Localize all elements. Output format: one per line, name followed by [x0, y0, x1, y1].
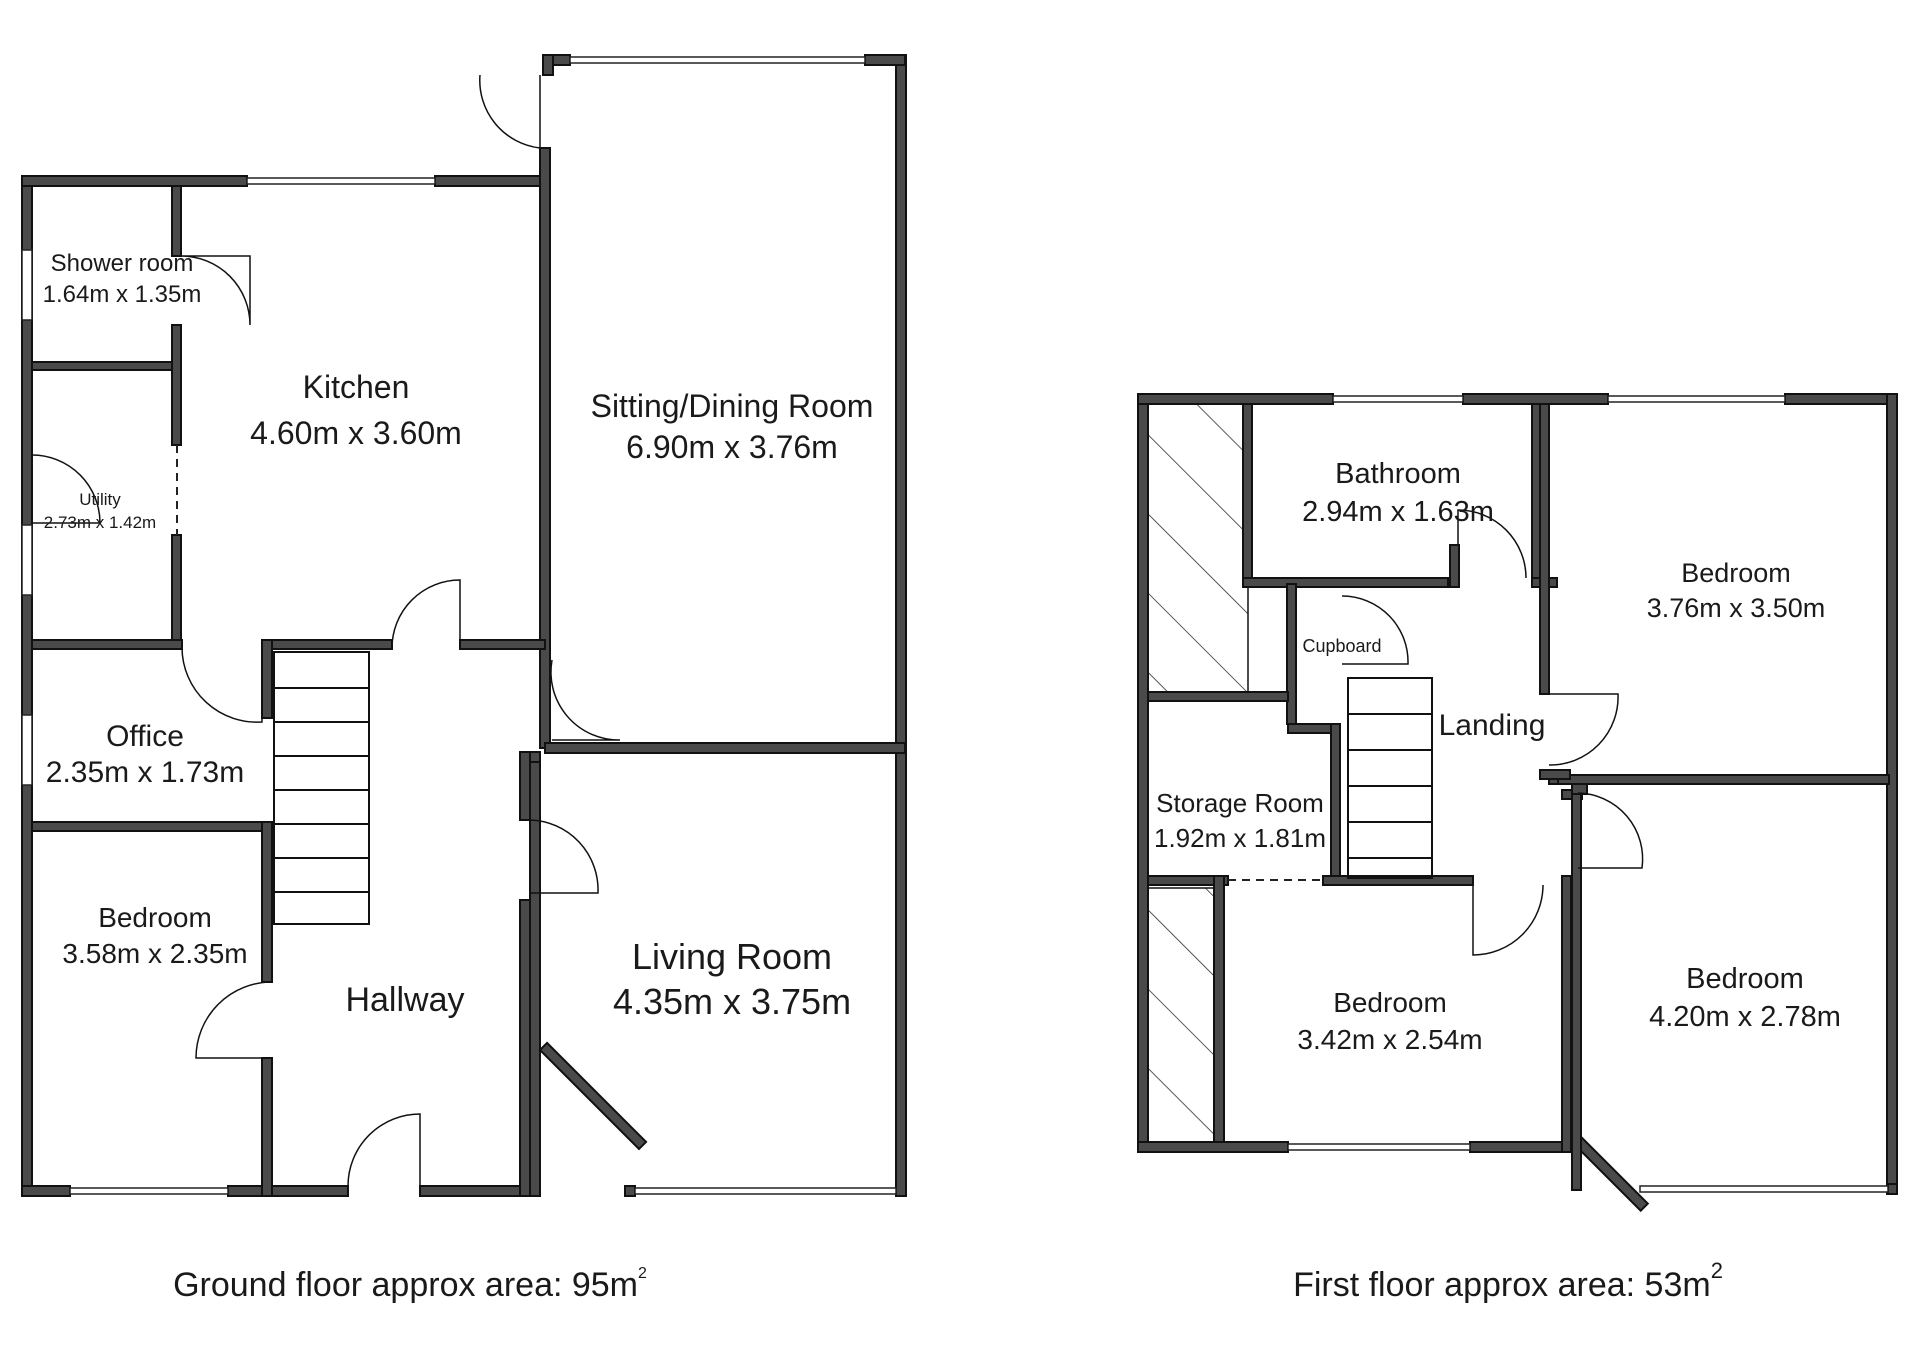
room-label-first-bedroom-s: Bedroom 3.42m x 2.54m	[1297, 987, 1482, 1055]
room-label-living: Living Room 4.35m x 3.75m	[613, 936, 851, 1022]
door-swing-icon	[1341, 595, 1409, 665]
room-label-landing: Landing	[1439, 709, 1546, 742]
svg-text:2.73m x 1.42m: 2.73m x 1.42m	[44, 513, 156, 532]
svg-text:4.35m x 3.75m: 4.35m x 3.75m	[613, 981, 851, 1022]
room-label-first-bedroom-se: Bedroom 4.20m x 2.78m	[1649, 963, 1841, 1033]
svg-text:Living Room: Living Room	[632, 936, 832, 977]
room-label-ground-bedroom: Bedroom 3.58m x 2.35m	[62, 902, 247, 969]
first-floor-area-label: First floor approx area: 53m2	[1293, 1258, 1723, 1304]
svg-text:Bedroom: Bedroom	[1681, 558, 1791, 588]
door-swing-icon	[195, 981, 273, 1059]
hatched-void	[1147, 403, 1249, 693]
door-swing-icon	[1457, 509, 1527, 579]
svg-text:4.60m x 3.60m: 4.60m x 3.60m	[250, 415, 462, 451]
svg-text:1.92m x 1.81m: 1.92m x 1.81m	[1154, 823, 1326, 853]
svg-text:Storage Room: Storage Room	[1156, 788, 1324, 818]
svg-text:2.35m x 1.73m: 2.35m x 1.73m	[46, 756, 244, 789]
svg-text:Bedroom: Bedroom	[1686, 963, 1804, 995]
svg-text:Sitting/Dining Room: Sitting/Dining Room	[591, 388, 874, 424]
ground-staircase	[273, 651, 370, 925]
room-label-bathroom: Bathroom 2.94m x 1.63m	[1302, 458, 1494, 528]
first-floor-plan: Bathroom 2.94m x 1.63m Bedroom 3.76m x 3…	[1137, 393, 1898, 1304]
svg-text:Utility: Utility	[79, 490, 121, 509]
first-staircase	[1347, 677, 1433, 879]
door-swing-icon	[1577, 792, 1644, 869]
room-label-kitchen: Kitchen 4.60m x 3.60m	[250, 369, 462, 451]
svg-text:Shower room: Shower room	[51, 250, 194, 277]
room-label-hallway: Hallway	[345, 981, 464, 1019]
door-swing-icon	[529, 819, 599, 894]
door-swing-icon	[181, 647, 263, 723]
ground-floor-plan: Shower room 1.64m x 1.35m Kitchen 4.60m …	[21, 54, 907, 1304]
svg-text:4.20m x 2.78m: 4.20m x 2.78m	[1649, 1001, 1841, 1033]
door-swing-icon	[479, 74, 541, 149]
svg-text:3.76m x 3.50m: 3.76m x 3.50m	[1647, 593, 1826, 623]
door-swing-icon	[391, 579, 461, 649]
door-swing-icon	[31, 454, 101, 524]
room-label-cupboard: Cupboard	[1302, 636, 1381, 656]
door-swing-icon	[1548, 693, 1619, 766]
svg-text:2.94m x 1.63m: 2.94m x 1.63m	[1302, 496, 1494, 528]
room-label-shower: Shower room 1.64m x 1.35m	[43, 250, 202, 308]
svg-text:6.90m x 3.76m: 6.90m x 3.76m	[626, 429, 838, 465]
door-swing-icon	[1472, 884, 1544, 956]
svg-text:Kitchen: Kitchen	[303, 369, 410, 405]
ground-floor-area-label: Ground floor approx area: 95m2	[173, 1265, 647, 1304]
svg-text:3.58m x 2.35m: 3.58m x 2.35m	[62, 938, 247, 969]
room-label-utility: Utility 2.73m x 1.42m	[44, 490, 156, 532]
room-label-first-bedroom-ne: Bedroom 3.76m x 3.50m	[1647, 558, 1826, 623]
door-swing-icon	[347, 1113, 421, 1187]
door-swing-icon	[550, 659, 621, 741]
hatched-void	[1147, 887, 1215, 1143]
svg-text:Bathroom: Bathroom	[1335, 458, 1461, 490]
svg-text:1.64m x 1.35m: 1.64m x 1.35m	[43, 281, 202, 308]
svg-text:Bedroom: Bedroom	[98, 902, 212, 933]
room-label-sitting-dining: Sitting/Dining Room 6.90m x 3.76m	[591, 388, 874, 465]
svg-text:Bedroom: Bedroom	[1333, 987, 1447, 1018]
svg-text:Office: Office	[106, 720, 184, 753]
door-swing-icon	[180, 255, 251, 326]
svg-text:3.42m x 2.54m: 3.42m x 2.54m	[1297, 1024, 1482, 1055]
room-label-office: Office 2.35m x 1.73m	[46, 720, 244, 789]
room-label-storage: Storage Room 1.92m x 1.81m	[1154, 788, 1326, 853]
